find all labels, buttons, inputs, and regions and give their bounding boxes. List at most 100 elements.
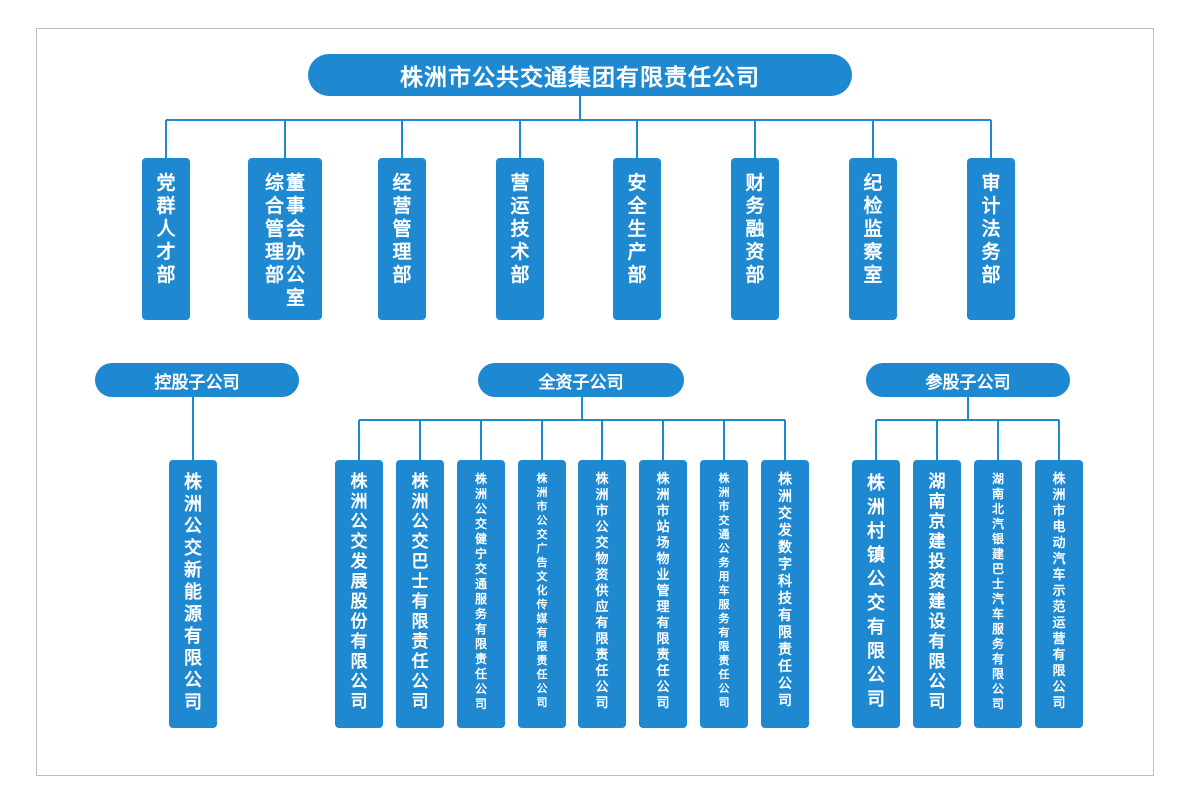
box-char: 管 xyxy=(264,218,284,240)
box-text-column: 湖南京建投资建设有限公司 xyxy=(929,472,946,712)
box-char: 交 xyxy=(474,517,487,531)
box-char: 营 xyxy=(392,195,412,217)
subsidiary-box: 株洲公交发展股份有限公司 xyxy=(335,460,383,728)
box-char: 运 xyxy=(1052,616,1066,631)
box-char: 洲 xyxy=(867,497,885,518)
box-char: 发 xyxy=(778,523,792,539)
chart-frame xyxy=(36,28,1154,776)
box-char: 应 xyxy=(595,600,609,615)
box-char: 洲 xyxy=(595,488,609,503)
box-char: 北 xyxy=(991,502,1004,516)
box-char: 文 xyxy=(536,570,548,583)
box-char: 限 xyxy=(928,652,946,672)
box-char: 管 xyxy=(656,584,670,599)
box-char: 务 xyxy=(745,195,765,217)
box-char: 服 xyxy=(474,592,487,606)
box-char: 士 xyxy=(411,572,429,592)
box-char: 司 xyxy=(718,696,730,709)
subsidiary-box: 株洲市公交物资供应有限责任公司 xyxy=(578,460,626,728)
department-box: 安全生产部 xyxy=(613,158,661,320)
box-char: 理 xyxy=(656,600,670,615)
box-char: 限 xyxy=(184,648,202,669)
box-text-column: 株洲公交发展股份有限公司 xyxy=(351,472,368,712)
box-char: 董 xyxy=(286,172,306,194)
box-char: 南 xyxy=(928,492,946,512)
box-char: 市 xyxy=(595,504,609,519)
subsidiary-box: 株洲公交健宁交通服务有限责任公司 xyxy=(457,460,505,728)
box-char: 车 xyxy=(718,584,730,597)
box-char: 镇 xyxy=(867,545,885,566)
box-char: 有 xyxy=(778,608,792,624)
box-text-column: 纪检监察室 xyxy=(863,172,882,287)
box-char: 汽 xyxy=(991,592,1004,606)
box-char: 站 xyxy=(656,520,670,535)
box-char: 市 xyxy=(1052,504,1066,519)
department-box: 营运技术部 xyxy=(496,158,544,320)
box-char: 车 xyxy=(1052,568,1066,583)
box-char: 运 xyxy=(510,195,530,217)
department-box: 财务融资部 xyxy=(731,158,779,320)
box-char: 湖 xyxy=(991,472,1004,486)
box-char: 有 xyxy=(718,626,730,639)
participating-subsidiaries-label: 参股子公司 xyxy=(866,363,1070,397)
box-char: 服 xyxy=(718,598,730,611)
box-text-column: 综合管理部 xyxy=(265,172,284,287)
box-char: 物 xyxy=(656,552,670,567)
box-char: 公 xyxy=(867,665,885,686)
box-char: 有 xyxy=(867,617,885,638)
box-char: 有 xyxy=(595,616,609,631)
box-char: 司 xyxy=(474,697,487,711)
box-char: 株 xyxy=(184,472,202,493)
box-char: 设 xyxy=(928,612,946,632)
box-text-column: 株洲市公交物资供应有限责任公司 xyxy=(595,472,608,712)
box-char: 事 xyxy=(286,195,306,217)
box-char: 洲 xyxy=(1052,488,1066,503)
department-box: 纪检监察室 xyxy=(849,158,897,320)
box-char: 公 xyxy=(991,682,1004,696)
box-char: 京 xyxy=(928,512,946,532)
box-char: 交 xyxy=(536,528,548,541)
box-char: 司 xyxy=(656,696,670,711)
box-char: 管 xyxy=(392,218,412,240)
box-char: 限 xyxy=(778,625,792,641)
box-char: 限 xyxy=(718,640,730,653)
box-char: 公 xyxy=(718,542,730,555)
box-char: 交 xyxy=(718,514,730,527)
box-char: 有 xyxy=(1052,648,1066,663)
box-char: 技 xyxy=(510,218,530,240)
box-char: 汽 xyxy=(991,517,1004,531)
box-char: 株 xyxy=(350,472,368,492)
box-char: 司 xyxy=(867,689,885,710)
box-char: 有 xyxy=(411,592,429,612)
box-char: 办 xyxy=(286,241,306,263)
box-char: 务 xyxy=(991,637,1004,651)
box-char: 科 xyxy=(778,574,792,590)
box-char: 有 xyxy=(184,626,202,647)
box-char: 有 xyxy=(350,632,368,652)
box-char: 建 xyxy=(928,532,946,552)
box-char: 限 xyxy=(656,632,670,647)
box-char: 部 xyxy=(264,264,284,286)
box-char: 有 xyxy=(536,626,548,639)
box-char: 交 xyxy=(411,532,429,552)
box-char: 投 xyxy=(928,552,946,572)
box-char: 党 xyxy=(156,172,176,194)
box-text-column: 株洲村镇公交有限公司 xyxy=(867,472,885,712)
box-char: 市 xyxy=(656,504,670,519)
box-char: 用 xyxy=(718,570,730,583)
box-char: 动 xyxy=(1052,536,1066,551)
box-char: 洲 xyxy=(411,492,429,512)
box-char: 数 xyxy=(778,540,792,556)
box-char: 群 xyxy=(156,195,176,217)
box-char: 室 xyxy=(286,287,306,309)
box-char: 洲 xyxy=(656,488,670,503)
box-char: 交 xyxy=(595,536,609,551)
box-char: 电 xyxy=(1052,520,1066,535)
box-char: 公 xyxy=(928,672,946,692)
box-char: 司 xyxy=(991,697,1004,711)
box-char: 部 xyxy=(745,264,765,286)
box-char: 字 xyxy=(778,557,792,573)
department-box: 经营管理部 xyxy=(378,158,426,320)
subsidiary-box: 株洲市站场物业管理有限责任公司 xyxy=(639,460,687,728)
box-char: 公 xyxy=(184,516,202,537)
